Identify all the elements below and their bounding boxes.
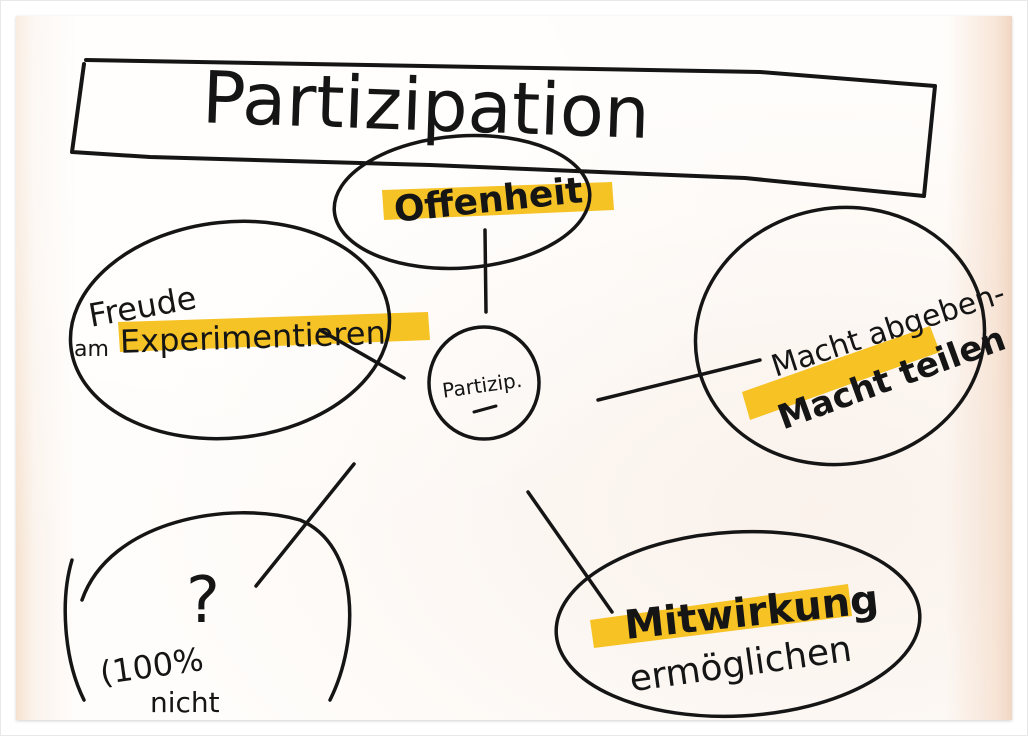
- highlight-mitwirkung: [590, 584, 852, 648]
- connector-left: [318, 328, 406, 380]
- node-circle-top: [332, 133, 592, 271]
- node-top-label: Offenheit: [392, 170, 585, 231]
- node-circle-left: [68, 219, 392, 441]
- highlight-experimentieren: [118, 312, 430, 352]
- center-label: Partizip.: [441, 368, 524, 403]
- highlight-offenheit: [382, 182, 614, 220]
- node-circle-right: [693, 205, 987, 467]
- connector-bottom-right: [526, 490, 614, 614]
- page-title: Partizipation: [201, 55, 651, 155]
- center-dash: [472, 404, 498, 414]
- node-left-line2: Experimentieren: [119, 314, 386, 361]
- node-left-prefix: am: [74, 337, 109, 362]
- title-box: [70, 58, 937, 198]
- connector-right: [596, 358, 762, 402]
- node-bottom-left-line1: (100%: [98, 640, 206, 692]
- node-circle-bottom-right: [554, 529, 922, 719]
- node-bottom-left-question: ?: [186, 564, 220, 638]
- connector-bottom-left: [254, 462, 356, 588]
- center-circle: [427, 325, 541, 441]
- highlight-macht-teilen: [742, 326, 940, 420]
- node-circle-bottom-left: [63, 511, 352, 702]
- node-bottom-left-line2: nicht: [150, 686, 220, 719]
- highlight-marks: [118, 182, 940, 648]
- connector-top: [483, 228, 488, 314]
